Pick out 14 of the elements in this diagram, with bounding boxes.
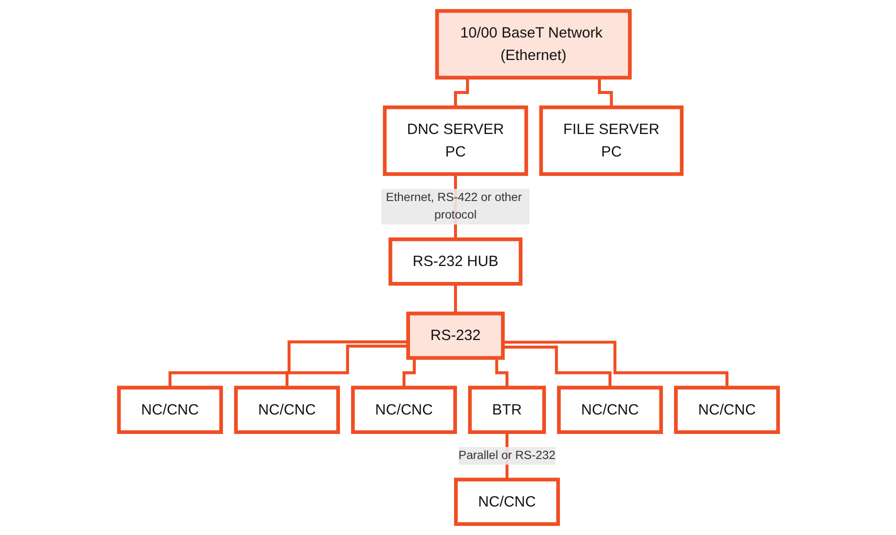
node-box: 10/00 BaseT Network (Ethernet) <box>434 9 632 80</box>
node-box: NC/CNC <box>234 386 340 434</box>
node-box: NC/CNC <box>116 386 222 434</box>
node-box: NC/CNC <box>556 386 662 434</box>
node-box: BTR <box>468 386 546 434</box>
node-box: RS-232 <box>406 312 504 360</box>
node-box: DNC SERVER PC <box>382 105 528 176</box>
edge-label: Parallel or RS-232 <box>458 449 555 462</box>
node-box: FILE SERVER PC <box>538 105 684 176</box>
edge-label: Ethernet, RS-422 or other protocol <box>385 191 522 222</box>
node-box: NC/CNC <box>454 478 560 526</box>
node-box: NC/CNC <box>350 386 456 434</box>
node-box: NC/CNC <box>674 386 780 434</box>
node-box: RS-232 HUB <box>388 237 522 286</box>
